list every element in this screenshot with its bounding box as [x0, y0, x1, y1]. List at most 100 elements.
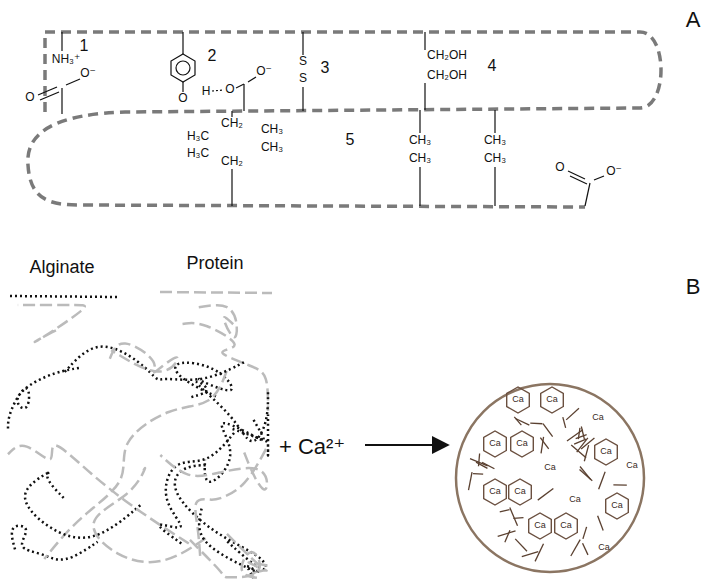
network-strand — [538, 488, 554, 500]
chemical-group: CH₂ — [221, 117, 243, 130]
protein-strand — [18, 305, 85, 342]
callout-number: A — [686, 8, 701, 32]
chemical-group: S — [299, 55, 307, 68]
protein-sample — [160, 292, 272, 293]
protein-strand — [194, 305, 236, 337]
alginate-sample — [10, 296, 118, 297]
chemical-group: H₃C — [187, 147, 209, 160]
ion-label: Ca — [560, 521, 572, 531]
protein-strand — [8, 445, 189, 543]
ion-label: Ca — [569, 495, 581, 505]
network-strand — [567, 430, 583, 441]
network-strand — [566, 408, 579, 420]
ion-label: Ca — [544, 463, 556, 473]
protein-strand — [190, 540, 260, 578]
network-strand — [563, 417, 566, 428]
network-strand — [510, 508, 518, 526]
callout-number: 2 — [208, 47, 217, 65]
egg-box-ring — [606, 493, 629, 519]
network-strand — [576, 435, 587, 439]
chemical-group: O⁻ — [256, 65, 272, 78]
network-strand — [498, 531, 516, 536]
protein-strand — [160, 452, 267, 489]
chemical-group: NH₃⁺ — [52, 53, 81, 66]
network-strand — [469, 472, 473, 490]
alginate-strand — [25, 472, 143, 538]
chemical-group: H₃C — [187, 130, 209, 143]
egg-box-ring — [507, 387, 530, 413]
reaction-arrow — [365, 444, 448, 446]
network-strand — [530, 423, 542, 425]
chemical-bonds — [38, 32, 604, 206]
chemical-group: CH₃ — [484, 134, 506, 147]
ion-label: Ca — [516, 439, 528, 449]
ion-label: Ca — [598, 543, 610, 553]
alginate-strand — [191, 382, 268, 441]
callout-number: + Ca²⁺ — [279, 435, 345, 459]
egg-box-ring — [595, 439, 618, 465]
network-strand — [584, 445, 588, 461]
legend-label: Protein — [186, 254, 243, 274]
alginate-strand — [233, 415, 268, 456]
egg-box-ring — [555, 513, 578, 539]
protein-strand — [93, 468, 205, 562]
legend-label: Alginate — [29, 258, 94, 278]
network-strand — [598, 516, 604, 531]
chemical-group: S — [299, 72, 307, 85]
ion-label: Ca — [512, 395, 524, 405]
chemical-group: CH₃ — [261, 123, 283, 136]
protein-chain — [28, 32, 661, 207]
chemical-group: CH₃ — [261, 141, 283, 154]
ion-label: Ca — [626, 461, 638, 471]
chemical-group: CH₃ — [484, 152, 506, 165]
alginate-strand — [199, 509, 257, 578]
network-strand — [522, 552, 538, 557]
chemical-group: H — [202, 85, 211, 98]
alginate-strand — [175, 465, 266, 569]
egg-box-ring — [484, 479, 507, 505]
ion-label: Ca — [514, 487, 526, 497]
network-strand — [541, 437, 544, 453]
chemical-group: CH₃ — [409, 152, 431, 165]
ion-label: Ca — [611, 501, 623, 511]
ion-label: Ca — [600, 447, 612, 457]
callout-number: 4 — [488, 57, 497, 75]
alginate-strand — [8, 368, 79, 430]
chemical-group: CH₂OH — [427, 49, 467, 62]
network-strand — [515, 418, 529, 425]
chemical-group: O — [555, 161, 564, 174]
callout-number: 3 — [321, 59, 330, 77]
network-strand — [482, 462, 494, 468]
chemical-group: O — [178, 92, 187, 105]
network-strand — [543, 424, 553, 437]
network-strand — [505, 530, 510, 542]
chemical-group: CH₂OH — [427, 69, 467, 82]
network-strand — [479, 453, 480, 466]
chemical-group: O⁻ — [80, 67, 96, 80]
ion-label: Ca — [534, 521, 546, 531]
gel-bead — [456, 384, 644, 572]
network-strand — [583, 543, 588, 555]
ion-label: Ca — [489, 439, 501, 449]
egg-box-ring — [541, 387, 564, 413]
alginate-strand — [159, 432, 234, 543]
chemical-group: O⁻ — [606, 165, 622, 178]
network-strand — [473, 473, 483, 475]
protein-strand — [195, 445, 268, 556]
callout-number: B — [686, 275, 701, 299]
chemical-group: O — [25, 91, 34, 104]
network-strand — [581, 427, 584, 440]
network-strand — [571, 540, 580, 556]
egg-box-ring — [509, 479, 532, 505]
network-strand — [613, 484, 626, 486]
network-strand — [580, 467, 591, 480]
bead-network — [469, 387, 629, 561]
protein-strand — [183, 323, 268, 411]
ion-label: Ca — [546, 395, 558, 405]
network-strand — [513, 517, 523, 519]
network-strand — [577, 438, 588, 452]
protein-strand — [44, 371, 226, 559]
